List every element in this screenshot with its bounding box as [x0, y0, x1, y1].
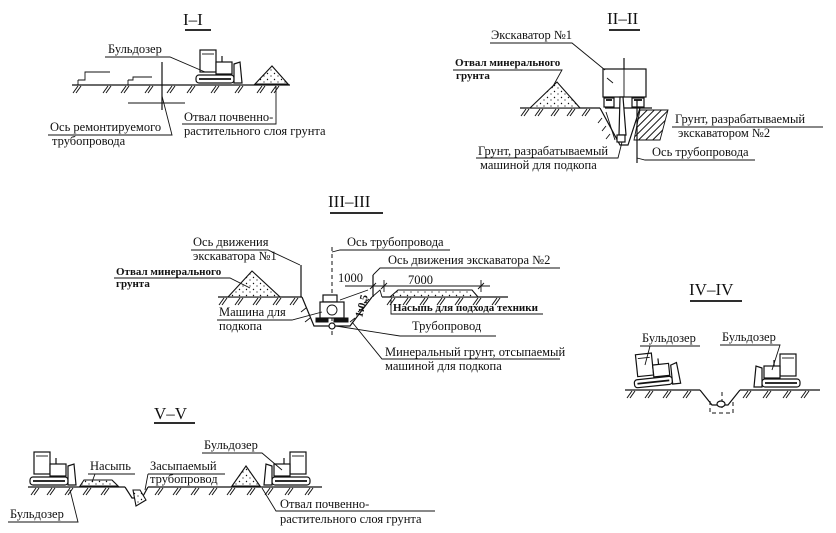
section-V-embankment [78, 479, 120, 487]
section-IV-ground [625, 389, 820, 414]
section-III-axis-exc1-label-2: экскаватора №1 [193, 249, 277, 263]
section-I-spoil-label-1: Отвал почвенно- [184, 110, 273, 124]
section-II-soil2-label-1: Грунт, разрабатываемый [675, 112, 805, 126]
section-II-ground [520, 107, 652, 146]
section-II-mineral-label-1: Отвал минерального [455, 57, 561, 69]
section-II-excavator-label: Экскаватор №1 [491, 28, 572, 42]
section-V-bulldozer-left-drawing [29, 451, 77, 486]
section-I: I–I Бульдозер Ось ремонтируемого трубопр… [48, 10, 326, 148]
section-V-spoil-label-1: Отвал почвенно- [280, 497, 369, 511]
section-I-spoil-label-2: растительного слоя грунта [184, 124, 326, 138]
section-V-bulldozer-right-drawing [263, 451, 311, 486]
section-III-pipe [328, 322, 336, 330]
section-III-machine-label-2: подкопа [219, 319, 262, 333]
section-II-mineral-label-2: грунта [456, 70, 490, 82]
section-II: II–II [453, 9, 823, 172]
section-III: III–III [114, 192, 565, 373]
section-I-spoil-pile [253, 65, 290, 85]
section-I-bulldozer-label: Бульдозер [108, 42, 162, 56]
section-III-embankment [388, 289, 480, 298]
section-V-backfilled-label-2: трубопровод [150, 472, 218, 486]
section-III-dim-1000: 1000 [338, 271, 363, 285]
section-III-mineral-label-1: Отвал минерального [116, 266, 222, 278]
section-IV-title: IV–IV [689, 280, 734, 299]
section-V-ground [28, 486, 322, 507]
section-IV-bulldozer-left-drawing [630, 349, 682, 389]
section-III-slope-label: 1:0,5 [353, 293, 371, 319]
section-II-undercut-label-2: машиной для подкопа [480, 158, 597, 172]
section-V-embankment-label: Насыпь [90, 459, 131, 473]
section-II-mineral-pile [528, 81, 582, 109]
section-I-ground [72, 71, 290, 94]
section-V-backfilled-label-1: Засыпаемый [150, 459, 217, 473]
section-III-dim-7000: 7000 [408, 273, 433, 287]
section-II-title: II–II [607, 9, 638, 28]
section-I-axis-label-2: трубопровода [52, 134, 126, 148]
section-II-excavator-drawing [602, 58, 647, 143]
section-II-undercut-label-1: Грунт, разрабатываемый [478, 144, 608, 158]
section-III-title: III–III [328, 192, 371, 211]
section-II-pipe-axis-label: Ось трубопровода [652, 145, 749, 159]
section-I-title: I–I [183, 10, 203, 29]
section-III-mineral-fill-label-2: машиной для подкопа [385, 359, 502, 373]
section-IV-bulldozer-left-label: Бульдозер [642, 331, 696, 345]
section-III-mineral-label-2: грунта [116, 278, 150, 290]
section-V-spoil-label-2: растительного слоя грунта [280, 512, 422, 526]
section-III-undercut-machine [315, 289, 369, 323]
section-III-pipe-axis-label: Ось трубопровода [347, 235, 444, 249]
section-III-axis-exc2-label: Ось движения экскаватора №2 [388, 253, 550, 267]
section-IV-bulldozer-right-label: Бульдозер [722, 330, 776, 344]
section-III-mineral-fill-label-1: Минеральный грунт, отсыпаемый [385, 345, 565, 359]
section-V-bulldozer-right-label: Бульдозер [204, 438, 258, 452]
section-III-dimensions [345, 280, 490, 292]
section-II-soil-excavator2 [634, 110, 668, 140]
section-V: V–V Насыпь Засыпаемый трубопровод [8, 404, 435, 526]
section-III-embankment-label: Насыпь для подхода техники [393, 302, 539, 314]
section-IV-bulldozer-right-drawing [753, 353, 801, 388]
section-V-title: V–V [154, 404, 188, 423]
section-III-mineral-pile [226, 270, 282, 298]
section-I-bulldozer-drawing [195, 49, 243, 84]
section-V-bulldozer-left-label: Бульдозер [10, 507, 64, 521]
section-V-spoil-pile [230, 465, 262, 487]
section-III-machine-label-1: Машина для [219, 305, 286, 319]
section-IV: IV–IV Бульдозер Бульдозер [625, 280, 820, 414]
section-III-axis-exc1-label-1: Ось движения [193, 235, 269, 249]
section-II-soil2-label-2: экскаватором №2 [678, 126, 770, 140]
section-I-axis-label-1: Ось ремонтируемого [50, 120, 161, 134]
section-III-pipeline-label: Трубопровод [412, 319, 482, 333]
